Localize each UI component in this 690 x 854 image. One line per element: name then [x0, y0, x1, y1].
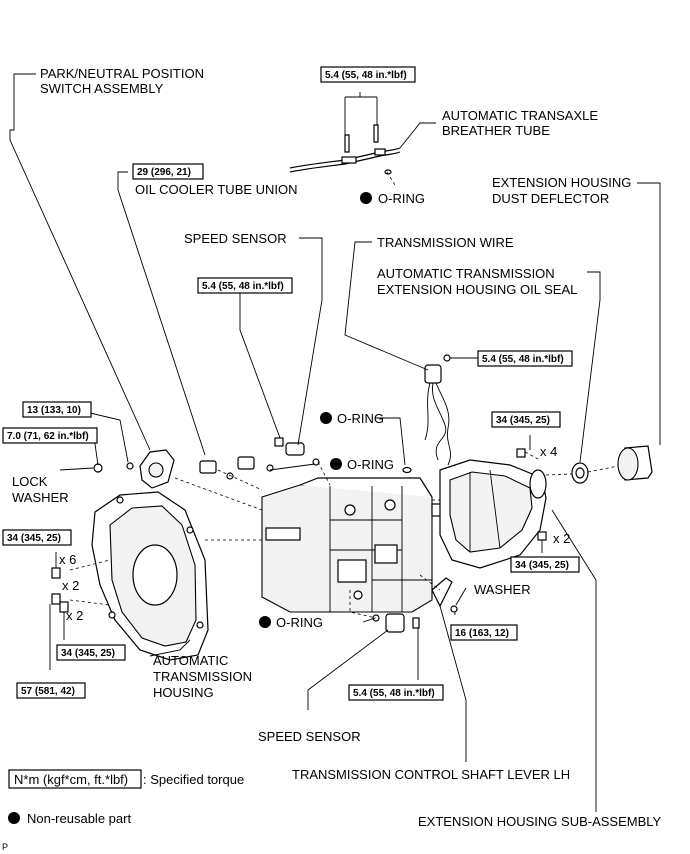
- legend-torque: N*m (kgf*cm, ft.*lbf) : Specified torque: [8, 769, 244, 789]
- torque-ext-top: 34 (345, 25): [491, 411, 561, 428]
- leader-lines: [9, 73, 661, 812]
- label-trans-housing-3: HOUSING: [153, 685, 214, 700]
- label-oring-mid2: O-RING: [347, 457, 394, 472]
- multiplier-x2-ext: x 2: [553, 531, 570, 546]
- label-oring-top: O-RING: [378, 191, 425, 206]
- speed-sensor-bottom: [372, 613, 420, 633]
- svg-text:5.4 (55, 48 in.*lbf): 5.4 (55, 48 in.*lbf): [325, 70, 407, 81]
- label-speed-sensor-top: SPEED SENSOR: [184, 231, 287, 246]
- svg-text:34 (345, 25): 34 (345, 25): [61, 648, 115, 659]
- label-trans-housing-2: TRANSMISSION: [153, 669, 252, 684]
- label-park-neutral-1: PARK/NEUTRAL POSITION: [40, 66, 204, 81]
- label-breather-1: AUTOMATIC TRANSAXLE: [442, 108, 598, 123]
- svg-text:5.4 (55, 48 in.*lbf): 5.4 (55, 48 in.*lbf): [353, 688, 435, 699]
- nonreusable-dot-bottom: [259, 616, 271, 628]
- svg-text:7.0 (71, 62 in.*lbf): 7.0 (71, 62 in.*lbf): [7, 431, 89, 442]
- label-lock-washer-2: WASHER: [12, 490, 69, 505]
- oil-cooler-tube-union: [199, 456, 274, 480]
- torque-speed-sensor-top: 5.4 (55, 48 in.*lbf): [197, 277, 293, 294]
- svg-text:13 (133, 10): 13 (133, 10): [27, 405, 81, 416]
- torque-cooler-union: 29 (296, 21): [132, 163, 204, 180]
- multiplier-x4: x 4: [540, 444, 557, 459]
- multiplier-x2-a: x 2: [62, 578, 79, 593]
- svg-text:34 (345, 25): 34 (345, 25): [515, 560, 569, 571]
- torque-speed-sensor-bottom: 5.4 (55, 48 in.*lbf): [348, 684, 444, 701]
- svg-text:5.4 (55, 48 in.*lbf): 5.4 (55, 48 in.*lbf): [482, 354, 564, 365]
- speed-sensor-top: [274, 437, 320, 466]
- legend-torque-key: N*m (kgf*cm, ft.*lbf): [14, 772, 128, 787]
- label-breather-2: BREATHER TUBE: [442, 123, 550, 138]
- control-shaft-lever: [431, 577, 458, 613]
- torque-switch-7: 7.0 (71, 62 in.*lbf): [2, 427, 98, 444]
- svg-text:16 (163, 12): 16 (163, 12): [455, 628, 509, 639]
- corner-mark: P: [2, 842, 8, 852]
- nonreusable-dot-mid1: [320, 412, 332, 424]
- label-oring-bottom: O-RING: [276, 615, 323, 630]
- torque-ext-side: 34 (345, 25): [510, 556, 580, 573]
- extension-housing: [439, 459, 547, 569]
- transmission-housing: [91, 491, 209, 661]
- transmission-case: [261, 477, 443, 613]
- label-speed-sensor-bottom: SPEED SENSOR: [258, 729, 361, 744]
- torque-lever: 16 (163, 12): [450, 624, 518, 641]
- label-dust-deflector-1: EXTENSION HOUSING: [492, 175, 631, 190]
- breather-tube: [289, 124, 401, 175]
- torque-breather: 5.4 (55, 48 in.*lbf): [320, 66, 416, 83]
- label-transmission-wire: TRANSMISSION WIRE: [377, 235, 514, 250]
- torque-housing-left: 34 (345, 25): [2, 529, 72, 546]
- multiplier-x2-b: x 2: [66, 608, 83, 623]
- label-trans-housing-1: AUTOMATIC: [153, 653, 228, 668]
- legend-torque-desc: : Specified torque: [143, 772, 244, 787]
- label-lock-washer-1: LOCK: [12, 474, 48, 489]
- nonreusable-dot-top: [360, 192, 372, 204]
- multiplier-x6: x 6: [59, 552, 76, 567]
- nonreusable-dot-mid2: [330, 458, 342, 470]
- svg-text:57 (581, 42): 57 (581, 42): [21, 686, 75, 697]
- torque-housing-57: 57 (581, 42): [16, 682, 86, 699]
- svg-text:29 (296, 21): 29 (296, 21): [137, 167, 191, 178]
- svg-text:34 (345, 25): 34 (345, 25): [7, 533, 61, 544]
- legend-nonreusable: Non-reusable part: [8, 811, 131, 826]
- label-oring-mid1: O-RING: [337, 411, 384, 426]
- label-dust-deflector-2: DUST DEFLECTOR: [492, 191, 609, 206]
- torque-wire: 5.4 (55, 48 in.*lbf): [477, 350, 573, 367]
- label-park-neutral-2: SWITCH ASSEMBLY: [40, 81, 164, 96]
- label-extension-housing: EXTENSION HOUSING SUB-ASSEMBLY: [418, 814, 662, 829]
- svg-text:34 (345, 25): 34 (345, 25): [496, 415, 550, 426]
- svg-text:5.4 (55, 48 in.*lbf): 5.4 (55, 48 in.*lbf): [202, 281, 284, 292]
- label-oil-seal-2: EXTENSION HOUSING OIL SEAL: [377, 282, 577, 297]
- dust-deflector: [617, 445, 653, 481]
- transmission-wire: [424, 354, 451, 466]
- svg-text:Non-reusable part: Non-reusable part: [27, 811, 131, 826]
- torque-housing-bottom: 34 (345, 25): [56, 644, 126, 661]
- assembly-lines: [69, 171, 619, 619]
- label-oil-cooler-union: OIL COOLER TUBE UNION: [135, 182, 298, 197]
- label-oil-seal-1: AUTOMATIC TRANSMISSION: [377, 266, 555, 281]
- label-washer: WASHER: [474, 582, 531, 597]
- torque-switch-13: 13 (133, 10): [22, 401, 92, 418]
- label-control-shaft-lever: TRANSMISSION CONTROL SHAFT LEVER LH: [292, 767, 570, 782]
- o-ring-mid: [402, 466, 412, 474]
- park-neutral-switch: [93, 449, 175, 489]
